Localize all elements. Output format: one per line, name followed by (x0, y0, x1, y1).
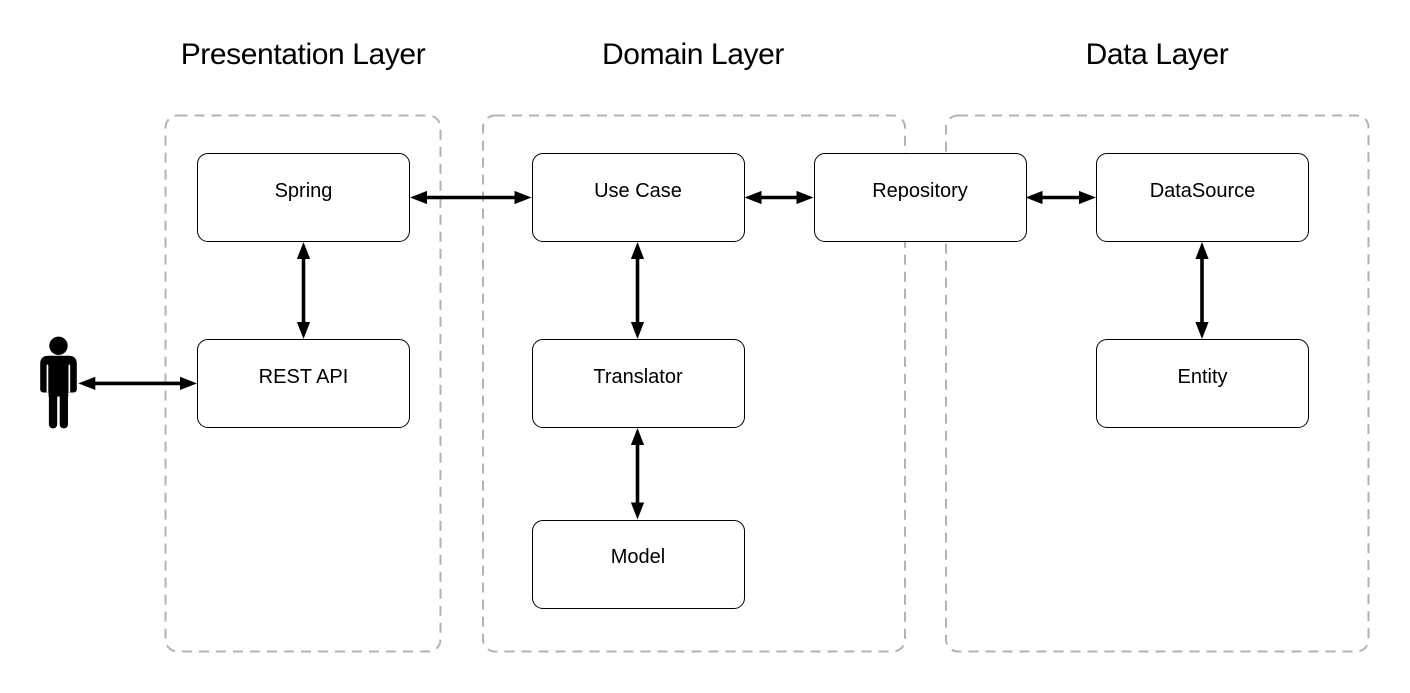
node-datasource-label: DataSource (1149, 179, 1256, 202)
node-rest-api: REST API (197, 339, 410, 428)
layer-domain-frame (482, 114, 906, 653)
node-repository: Repository (813, 153, 1027, 242)
node-spring: Spring (197, 153, 410, 242)
node-repository-label: Repository (872, 179, 968, 202)
node-entity: Entity (1096, 339, 1309, 428)
node-use-case: Use Case (531, 153, 745, 242)
person-icon (40, 336, 77, 429)
node-entity-label: Entity (1177, 365, 1228, 388)
node-spring-label: Spring (274, 179, 333, 202)
layer-title-presentation: Presentation Layer (180, 38, 426, 71)
layer-title-data: Data Layer (1085, 38, 1229, 71)
node-translator: Translator (531, 339, 745, 428)
edge-spring-usecase (410, 190, 532, 205)
edge-repository-datasource (1025, 190, 1096, 205)
node-translator-label: Translator (593, 365, 683, 388)
node-datasource: DataSource (1096, 153, 1309, 242)
node-rest-api-label: REST API (258, 365, 349, 388)
edge-translator-model (630, 428, 645, 520)
edge-datasource-entity (1195, 242, 1209, 339)
edge-usecase-translator (630, 242, 645, 339)
edge-usecase-repository (744, 190, 814, 205)
node-model-label: Model (610, 546, 666, 568)
node-use-case-label: Use Case (594, 179, 682, 202)
layer-data-frame (945, 114, 1370, 653)
layer-title-domain: Domain Layer (602, 38, 784, 71)
edge-spring-restapi (296, 242, 311, 339)
node-model: Model (531, 519, 745, 609)
edge-user-restapi (78, 376, 197, 390)
